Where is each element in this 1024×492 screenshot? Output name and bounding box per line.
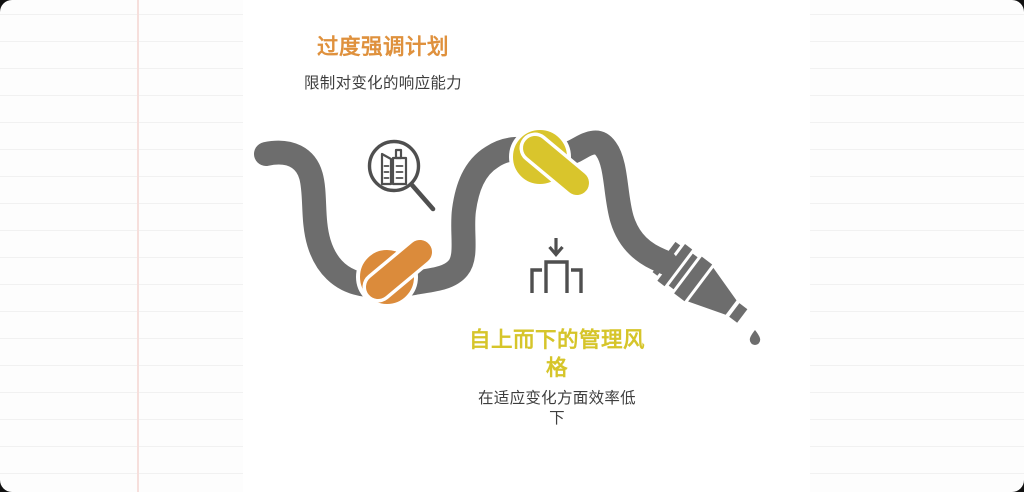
- content-panel: [243, 0, 810, 492]
- hose-nozzle: [652, 241, 748, 323]
- item-description-top-down: 在适应变化方面效率低下: [477, 390, 636, 427]
- hose-path: [254, 130, 678, 298]
- magnifier-document-icon: [367, 139, 436, 212]
- top-down-arrow-podium-icon: [530, 238, 583, 293]
- water-drop-icon: [749, 330, 761, 345]
- orange-knot: [356, 236, 436, 308]
- notebook-margin-line: [137, 0, 139, 492]
- yellow-knot: [509, 126, 593, 199]
- item-description-over-planning: 限制对变化的响应能力: [303, 75, 462, 92]
- item-title-over-planning: 过度强调计划: [316, 35, 449, 59]
- item-title-top-down: 自上而下的管理风格: [468, 328, 645, 380]
